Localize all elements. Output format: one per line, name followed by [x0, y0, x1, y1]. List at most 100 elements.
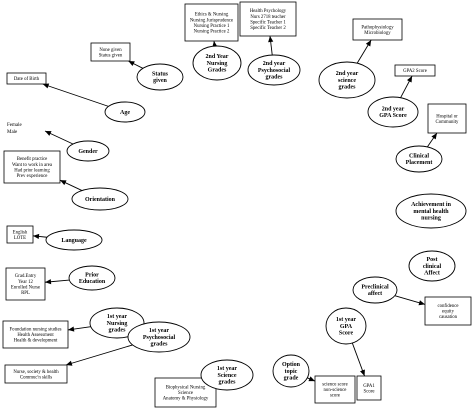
node-label: given	[153, 78, 167, 84]
node-label: 1st year	[149, 328, 169, 334]
box-y2psych-line: Specific Teacher 2	[250, 26, 286, 31]
box-y2nursing-line: Nursing Practice 2	[194, 29, 230, 34]
arrow-prioredu	[44, 279, 70, 285]
node-orientation: Orientation	[71, 187, 129, 211]
node-label: nursing	[421, 215, 441, 221]
free-label: Male	[7, 130, 18, 135]
box-y1psych-line: Nurse, society & health	[13, 370, 59, 375]
box-precaffect-line: causation	[439, 315, 458, 320]
box-y1nursing-line: Health Assessment	[17, 333, 54, 338]
node-label: 1st year	[336, 317, 356, 323]
free-label: Female	[7, 123, 22, 128]
node-label: 2nd Year	[206, 54, 229, 60]
box-prioredu-line: Grad.Entry	[15, 274, 37, 279]
node-label: affect	[368, 291, 382, 297]
node-label: grades	[109, 327, 127, 333]
arrow-y1psych	[65, 344, 133, 366]
box-y2psych-line: Specific Teacher 1	[250, 20, 286, 25]
box-y1science-line: Anatomy & Physiology	[163, 397, 209, 402]
box-y1gpa-line: Score	[364, 389, 375, 394]
box-prioredu-line: RPL	[21, 291, 30, 296]
node-label: 2nd year	[336, 71, 359, 77]
node-label: grades	[219, 379, 237, 385]
box-y1nursing-line: Health & development	[14, 339, 58, 344]
box-precaffect-line: confidence	[437, 304, 458, 309]
node-label: Affect	[424, 270, 440, 276]
node-label: GPA	[340, 324, 353, 330]
node-label: Psychosocial	[258, 68, 291, 74]
node-label: grades	[266, 74, 284, 80]
node-label: Age	[120, 110, 130, 116]
box-y1science-line: Biophysical Nursing	[166, 385, 206, 390]
box-orientation-line: Want to work in area	[12, 163, 53, 168]
node-label: grades	[151, 341, 169, 347]
arrow-orientation	[59, 179, 83, 191]
box-prioredu-line: Enrolled Nurse	[11, 285, 40, 290]
node-label: grades	[339, 84, 357, 90]
arrow-option	[307, 376, 316, 382]
node-language: Language	[45, 229, 103, 251]
node-label: Language	[61, 238, 87, 244]
box-y2psych-line: Health Psychology	[250, 9, 287, 14]
box-orientation-line: Had prior learning	[14, 168, 50, 173]
arrow-precaffect	[394, 295, 426, 306]
node-label: Psychosocial	[143, 335, 176, 341]
arrow-y2psych	[268, 35, 274, 56]
box-y2nursing-line: Nursing Jurisprudence	[190, 18, 233, 23]
node-label: Gender	[78, 149, 98, 155]
node-label: 2nd year	[382, 107, 405, 113]
arrow-age	[42, 83, 109, 107]
box-y1gpa-line: GPA1	[363, 384, 375, 389]
box-y2science-line: Pathophysiology	[361, 25, 394, 30]
arrow-status	[128, 60, 144, 69]
arrow-placement	[427, 132, 438, 148]
node-label: Option	[282, 362, 301, 368]
node-label: Prior	[85, 273, 99, 279]
box-placement-line: Hospital or	[436, 114, 458, 119]
node-label: Score	[339, 330, 354, 336]
box-option-line: science score	[322, 382, 347, 387]
box-language-line: LOTE	[14, 236, 26, 241]
node-label: grade	[284, 375, 299, 381]
box-orientation-line: Prev experience	[17, 174, 48, 179]
node-label: topic	[285, 369, 298, 375]
box-y2gpa-line: GPA2 Score	[403, 69, 427, 74]
node-label: Achievement in	[411, 202, 451, 208]
box-y2gpa: GPA2 Score	[394, 64, 436, 77]
node-label: Grades	[208, 67, 227, 73]
node-label: Orientation	[85, 197, 116, 203]
node-label: 1st year	[217, 366, 237, 372]
arrow-y1nursing	[67, 326, 91, 332]
box-age-line: Date of Birth	[14, 77, 40, 82]
node-label: GPA Score	[379, 113, 407, 119]
node-label: mental health	[413, 209, 449, 215]
box-y1science-line: Science	[178, 391, 193, 396]
